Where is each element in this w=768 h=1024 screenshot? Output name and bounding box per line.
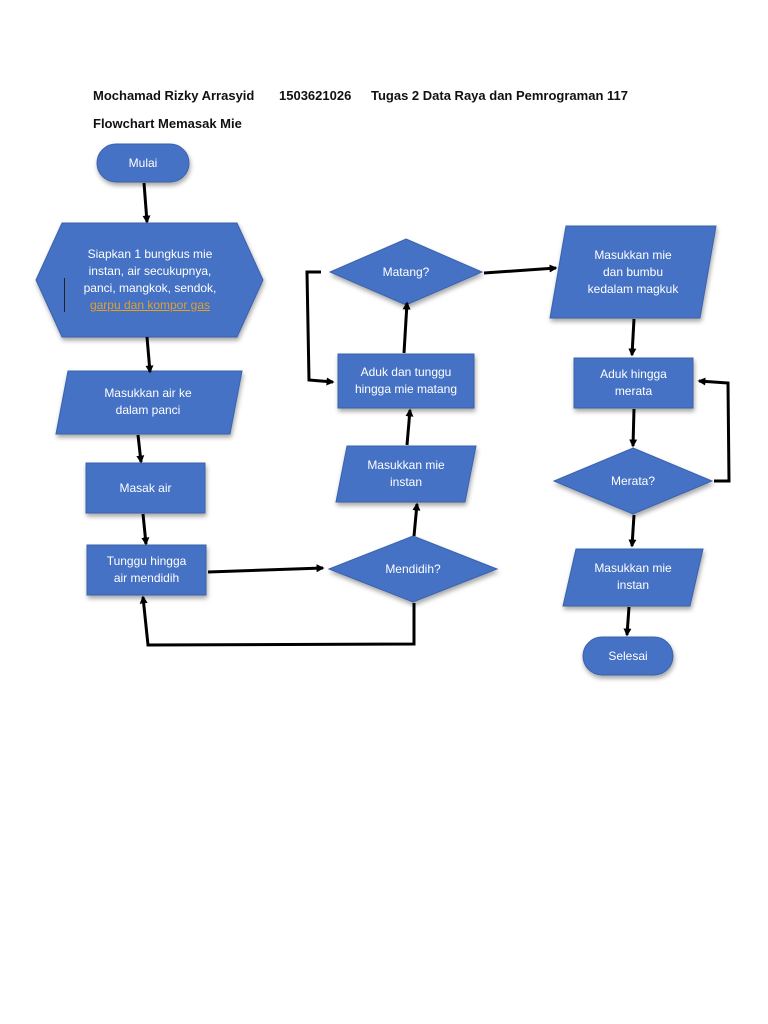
arrow-mulai-to-siapkan <box>142 182 151 224</box>
masukkan-air-line-1: Masukkan air ke <box>104 386 192 400</box>
masukkan-bumbu-line-3: kedalam magkuk <box>587 281 679 296</box>
arrow-mendidih-to-masukkan-mie <box>412 502 421 537</box>
text-cursor <box>64 278 65 312</box>
masukkan-mie-1-parallelogram <box>335 445 477 503</box>
masukkan-mie-2-label: Masukkan mie instan <box>567 551 699 603</box>
aduk-merata-label: Aduk hingga merata <box>574 358 693 408</box>
arrow-aduk-to-matang <box>402 301 411 354</box>
aduk-tunggu-process <box>337 353 475 409</box>
start-terminator <box>96 143 190 183</box>
mendidih-label: Mendidih? <box>385 561 441 576</box>
arrow-tunggu-to-mendidih <box>207 564 325 574</box>
masak-air-process <box>85 462 206 514</box>
preparation-line-1: Siapkan 1 bungkus mie <box>87 247 213 261</box>
masukkan-bumbu-line-1: Masukkan mie <box>594 247 672 262</box>
arrow-aduk-merata-to-merata <box>629 408 638 448</box>
merata-label: Merata? <box>610 473 656 488</box>
masak-air-label: Masak air <box>119 480 172 495</box>
preparation-label: Siapkan 1 bungkus mie instan, air secuku… <box>50 226 250 334</box>
aduk-tunggu-line-1: Aduk dan tunggu <box>360 365 452 379</box>
preparation-line-2: instan, air secukupnya, <box>88 264 212 278</box>
arrow-masukkan-mie-to-aduk <box>405 408 414 446</box>
masukkan-bumbu-line-2: dan bumbu <box>602 264 664 279</box>
tunggu-label: Tunggu hingga air mendidih <box>87 545 206 595</box>
arrow-matang-no-loop <box>305 270 335 386</box>
aduk-merata-process <box>573 357 694 409</box>
arrow-masak-to-tunggu <box>141 513 150 546</box>
arrow-matang-to-bumbu <box>483 264 558 275</box>
arrow-bumbu-to-aduk-merata <box>628 318 637 357</box>
masukkan-mie-1-line-1: Masukkan mie <box>367 458 445 472</box>
aduk-tunggu-label: Aduk dan tunggu hingga mie matang <box>338 354 474 408</box>
tunggu-line-2: air mendidih <box>113 571 180 585</box>
arrow-merata-to-masukkan-mie <box>628 514 637 548</box>
masukkan-mie-1-label: Masukkan mie instan <box>340 448 472 500</box>
preparation-line-3: panci, mangkok, sendok, <box>83 281 217 295</box>
aduk-merata-line-1: Aduk hingga <box>600 367 667 381</box>
masukkan-air-parallelogram <box>55 370 243 435</box>
preparation-hexagon <box>35 222 264 338</box>
author-name: Mochamad Rizky Arrasyid <box>93 88 255 103</box>
merata-decision <box>552 447 714 515</box>
mendidih-decision <box>327 535 499 603</box>
masukkan-mie-1-line-2: instan <box>389 475 423 489</box>
arrow-masukkan-mie-to-selesai <box>623 606 632 637</box>
masukkan-bumbu-parallelogram <box>549 225 717 319</box>
masukkan-air-label: Masukkan air ke dalam panci <box>60 373 236 431</box>
masukkan-bumbu-label: Masukkan mie dan bumbu kedalam magkuk <box>560 230 706 314</box>
matang-label: Matang? <box>382 264 430 279</box>
arrow-mendidih-no-loop <box>139 595 416 647</box>
end-label: Selesai <box>608 648 648 663</box>
end-terminator <box>582 636 674 676</box>
course-title: Tugas 2 Data Raya dan Pemrograman 117 <box>371 88 628 103</box>
masukkan-mie-2-parallelogram <box>562 548 704 607</box>
masukkan-mie-2-line-1: Masukkan mie <box>594 561 672 575</box>
start-label: Mulai <box>128 155 158 170</box>
masukkan-air-line-2: dalam panci <box>115 403 181 417</box>
arrow-siapkan-to-masukkan-air <box>145 336 154 374</box>
aduk-merata-line-2: merata <box>614 384 653 398</box>
aduk-tunggu-line-2: hingga mie matang <box>354 382 458 396</box>
arrow-merata-no-loop <box>697 377 731 483</box>
arrow-masukkan-air-to-masak <box>136 434 145 464</box>
tunggu-process <box>86 544 207 596</box>
flowchart-title: Flowchart Memasak Mie <box>93 116 242 131</box>
preparation-line-4-link[interactable]: garpu dan kompor gas <box>89 298 211 312</box>
masukkan-mie-2-line-2: instan <box>616 578 650 592</box>
student-id: 1503621026 <box>279 88 352 103</box>
tunggu-line-1: Tunggu hingga <box>106 554 187 568</box>
